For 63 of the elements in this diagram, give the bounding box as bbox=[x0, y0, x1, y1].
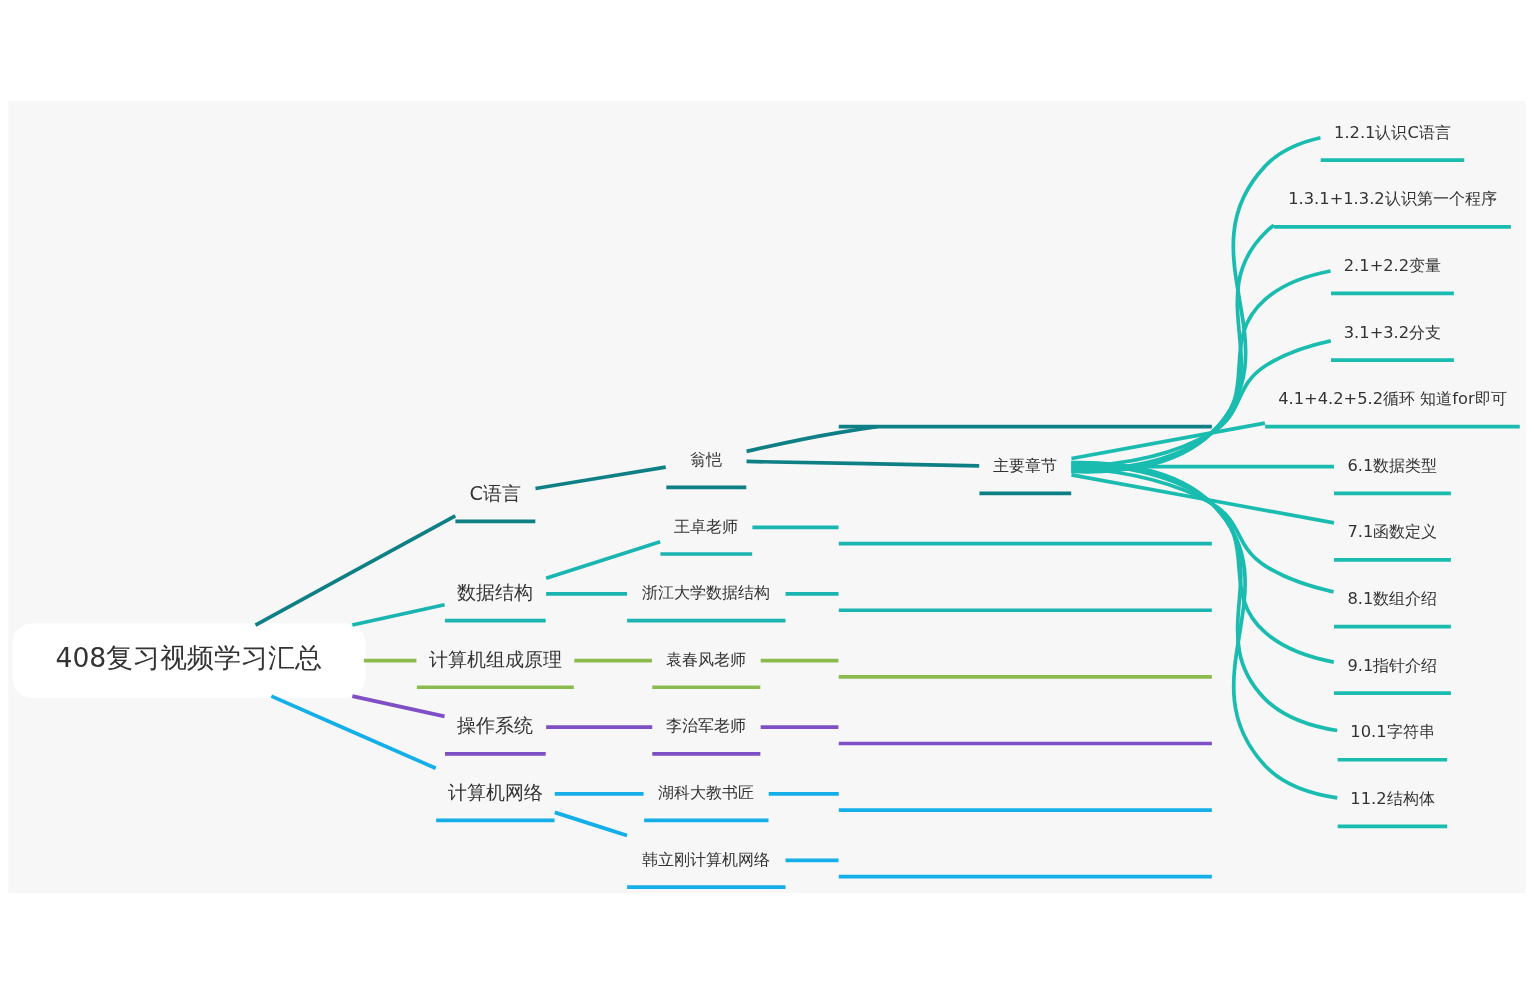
connector bbox=[1071, 136, 1321, 474]
connector bbox=[760, 658, 839, 663]
node-text: 浙江大学数据结构 bbox=[642, 583, 771, 603]
node-text: 1.3.1+1.3.2认识第一个程序 bbox=[1288, 189, 1497, 209]
node-line bbox=[838, 741, 1212, 746]
connector bbox=[785, 592, 839, 596]
node-text: 计算机网络 bbox=[447, 780, 543, 804]
connector bbox=[1071, 473, 1335, 525]
node-text: 3.1+3.2分支 bbox=[1343, 322, 1442, 342]
node-text: 李治军老师 bbox=[666, 716, 747, 736]
connector bbox=[351, 603, 445, 627]
connector bbox=[270, 694, 437, 770]
connector bbox=[545, 539, 661, 580]
connector bbox=[574, 658, 652, 663]
connector bbox=[1071, 461, 1338, 733]
node-text: 8.1数组介绍 bbox=[1347, 589, 1438, 609]
connector bbox=[785, 858, 839, 863]
connector bbox=[546, 725, 653, 730]
connector bbox=[351, 694, 445, 719]
node-text: 操作系统 bbox=[457, 714, 534, 738]
connector bbox=[1071, 460, 1338, 800]
connector bbox=[535, 465, 666, 491]
connector bbox=[1071, 462, 1335, 664]
connector bbox=[752, 525, 839, 530]
connector bbox=[1071, 223, 1275, 473]
connector bbox=[1071, 421, 1266, 461]
connector bbox=[554, 810, 628, 838]
node-text: 7.1函数定义 bbox=[1347, 522, 1438, 542]
node-text: 王卓老师 bbox=[674, 516, 739, 536]
node-text: 9.1指针介绍 bbox=[1347, 655, 1438, 675]
connector bbox=[1071, 339, 1332, 469]
node-line bbox=[838, 675, 1212, 679]
node-text: C语言 bbox=[469, 481, 522, 505]
connector bbox=[768, 791, 839, 796]
node-text: 主要章节 bbox=[993, 455, 1058, 475]
node-text: 袁春风老师 bbox=[666, 649, 747, 669]
connector bbox=[1071, 269, 1331, 472]
node-text: 10.1字符串 bbox=[1350, 722, 1435, 742]
node-line bbox=[838, 541, 1212, 546]
node-text: 数据结构 bbox=[457, 581, 534, 604]
node-line bbox=[838, 874, 1212, 879]
node-text: 翁恺 bbox=[690, 449, 723, 469]
node-text: 6.1数据类型 bbox=[1347, 455, 1438, 475]
node-line bbox=[838, 808, 1212, 812]
connector bbox=[746, 459, 980, 468]
connector bbox=[746, 424, 878, 454]
node-text: 韩立刚计算机网络 bbox=[642, 849, 771, 869]
node-text: 4.1+4.2+5.2循环 知道for即可 bbox=[1278, 389, 1507, 409]
node-box: 408复习视频学习汇总 bbox=[12, 623, 366, 698]
node-line bbox=[838, 608, 1212, 613]
connector bbox=[254, 514, 457, 627]
connector bbox=[554, 791, 644, 796]
connector bbox=[1071, 464, 1334, 469]
node-text: 1.2.1认识C语言 bbox=[1334, 122, 1451, 142]
node-text: 11.2结构体 bbox=[1350, 788, 1435, 808]
node-text: 2.1+2.2变量 bbox=[1343, 255, 1442, 275]
node-line bbox=[838, 424, 1212, 429]
connector bbox=[546, 592, 627, 596]
connector bbox=[1071, 465, 1334, 594]
node-text: 计算机组成原理 bbox=[428, 647, 562, 671]
node-text: 湖科大教书匠 bbox=[658, 782, 755, 802]
connector bbox=[760, 725, 839, 730]
connector bbox=[363, 658, 417, 663]
